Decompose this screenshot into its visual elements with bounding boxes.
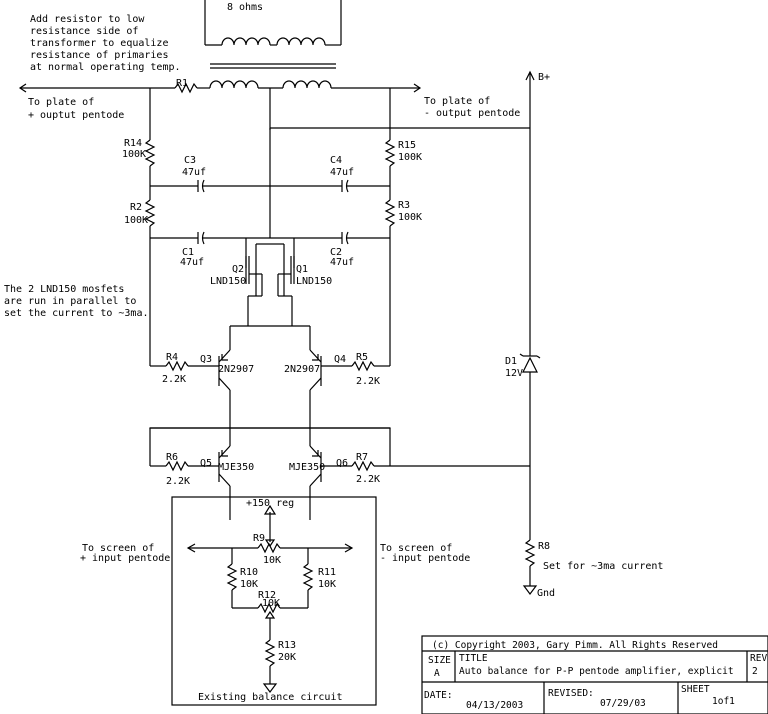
- r15-ref: R15: [398, 140, 416, 151]
- r2-value: 100K: [124, 215, 148, 226]
- date-value: 04/13/2003: [466, 700, 523, 711]
- plate-wiring: [18, 70, 535, 366]
- r14-value: 100K: [122, 149, 146, 160]
- q4-ref: Q4: [334, 354, 346, 365]
- mosfet-note: The 2 LND150 mosfets are run in parallel…: [4, 284, 149, 319]
- transformer-note: Add resistor to low resistance side of t…: [30, 14, 181, 73]
- rev-label: REV: [750, 653, 767, 664]
- r8-ref: R8: [538, 541, 550, 552]
- c1-value: 47uf: [180, 257, 204, 268]
- r12-value: 10K: [262, 598, 280, 609]
- plate-minus-l1: To plate of: [424, 96, 490, 107]
- plate-plus-l1: To plate of: [28, 97, 94, 108]
- r2-ref: R2: [130, 202, 142, 213]
- zener-and-r8: [519, 128, 541, 595]
- sheet-label: SHEET: [681, 684, 710, 695]
- svg-text:The 2 LND150 mosfets: The 2 LND150 mosfets: [4, 284, 124, 295]
- svg-text:are run in parallel to: are run in parallel to: [4, 296, 136, 307]
- r3-ref: R3: [398, 200, 410, 211]
- r13-ref: R13: [278, 640, 296, 651]
- c2-ref: C2: [330, 247, 342, 258]
- svg-text:set the current to ~3ma.: set the current to ~3ma.: [4, 308, 149, 319]
- svg-text:transformer to equalize: transformer to equalize: [30, 38, 168, 49]
- revised-label: REVISED:: [548, 688, 594, 699]
- screen-plus-l1: To screen of: [82, 543, 154, 554]
- sheet-value: 1of1: [712, 696, 735, 707]
- r15-value: 100K: [398, 152, 422, 163]
- q4-value: 2N2907: [284, 364, 320, 375]
- rev-value: 2: [752, 666, 758, 677]
- balance-circuit: [171, 496, 377, 706]
- r6-value: 2.2K: [166, 476, 190, 487]
- transistors-q3-q4: [150, 346, 390, 430]
- c2-value: 47uf: [330, 257, 354, 268]
- q3-ref: Q3: [200, 354, 212, 365]
- r5-ref: R5: [356, 352, 368, 363]
- balance-label: Existing balance circuit: [198, 692, 343, 703]
- revised-value: 07/29/03: [600, 698, 646, 709]
- screen-minus-l1: To screen of: [380, 543, 452, 554]
- c4-value: 47uf: [330, 167, 354, 178]
- date-label: DATE:: [424, 690, 453, 701]
- c4-ref: C4: [330, 155, 342, 166]
- r12-ref: R12: [258, 590, 276, 601]
- title-value: Auto balance for P-P pentode amplifier, …: [459, 666, 734, 677]
- q6-ref: Q6: [336, 458, 348, 469]
- r7-value: 2.2K: [356, 474, 380, 485]
- copyright: (c) Copyright 2003, Gary Pimm. All Right…: [432, 640, 718, 651]
- r9-value: 10K: [263, 555, 281, 566]
- q1-value: LND150: [296, 276, 332, 287]
- secondary-label: 8 ohms: [227, 2, 263, 13]
- c3-ref: C3: [184, 155, 196, 166]
- r1-ref: R1: [176, 78, 188, 89]
- q6-value: MJE350: [289, 462, 325, 473]
- r11-value: 10K: [318, 579, 336, 590]
- q2-value: LND150: [210, 276, 246, 287]
- title-block: [421, 635, 768, 714]
- title-label: TITLE: [459, 653, 488, 664]
- bplus-label: B+: [538, 72, 550, 83]
- q2-ref: Q2: [232, 264, 244, 275]
- r10-ref: R10: [240, 567, 258, 578]
- r8-note: Set for ~3ma current: [543, 561, 663, 572]
- q3-value: 2N2907: [218, 364, 254, 375]
- d1-value: 12V: [505, 368, 523, 379]
- r10-value: 10K: [240, 579, 258, 590]
- r14-ref: R14: [124, 138, 142, 149]
- q1-ref: Q1: [296, 264, 308, 275]
- svg-text:resistance side of: resistance side of: [30, 26, 138, 37]
- r4-ref: R4: [166, 352, 178, 363]
- r11-ref: R11: [318, 567, 336, 578]
- transistors-q5-q6: [149, 427, 530, 520]
- c1-ref: C1: [182, 247, 194, 258]
- r13-value: 20K: [278, 652, 296, 663]
- plate-minus-l2: - output pentode: [424, 108, 520, 119]
- r5-value: 2.2K: [356, 376, 380, 387]
- svg-text:at normal operating temp.: at normal operating temp.: [30, 62, 181, 73]
- r6-ref: R6: [166, 452, 178, 463]
- q5-value: MJE350: [218, 462, 254, 473]
- screen-minus-l2: - input pentode: [380, 553, 470, 564]
- r9-ref: R9: [253, 533, 265, 544]
- svg-text:resistance of primaries: resistance of primaries: [30, 50, 168, 61]
- screen-plus-l2: + input pentode: [80, 553, 170, 564]
- plate-plus-l2: + ouptut pentode: [28, 110, 124, 121]
- r4-value: 2.2K: [162, 374, 186, 385]
- mosfet-q2-q1: [229, 238, 311, 346]
- r7-ref: R7: [356, 452, 368, 463]
- size-value: A: [434, 668, 440, 679]
- svg-text:Add resistor to low: Add resistor to low: [30, 14, 145, 25]
- output-transformer: [204, 0, 342, 130]
- c3-value: 47uf: [182, 167, 206, 178]
- gnd-label: Gnd: [537, 588, 555, 599]
- r3-value: 100K: [398, 212, 422, 223]
- d1-ref: D1: [505, 356, 517, 367]
- size-label: SIZE: [428, 655, 451, 666]
- reg-label: +150 reg: [246, 498, 294, 509]
- q5-ref: Q5: [200, 458, 212, 469]
